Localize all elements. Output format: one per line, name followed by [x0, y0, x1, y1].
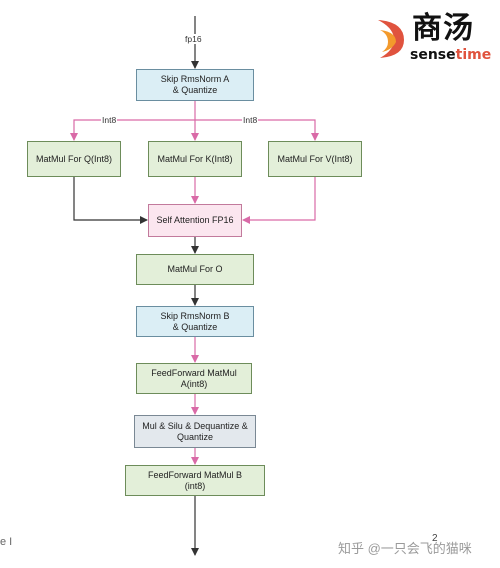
sensetime-mark-icon [378, 20, 404, 58]
node-skip-rmsnorm-a: Skip RmsNorm A & Quantize [136, 69, 254, 101]
node-mul-silu-dequantize: Mul & Silu & Dequantize & Quantize [134, 415, 256, 448]
edge-label-int8-right: Int8 [242, 115, 259, 125]
page-number: 2 [432, 533, 438, 544]
node-ff-matmul-b: FeedForward MatMul B (int8) [125, 465, 265, 496]
node-self-attention: Self Attention FP16 [148, 204, 242, 237]
logo-english-accent: time [455, 47, 492, 63]
sensetime-logo: 商汤 sensetime [374, 11, 494, 66]
node-matmul-o: MatMul For O [136, 254, 254, 285]
node-ff-matmul-a: FeedForward MatMul A(int8) [136, 363, 252, 394]
footer-left-fragment: e I [0, 536, 13, 548]
node-matmul-k: MatMul For K(Int8) [148, 141, 242, 177]
logo-chinese-text: 商汤 [412, 11, 474, 46]
node-matmul-q: MatMul For Q(Int8) [27, 141, 121, 177]
input-label: fp16 [184, 34, 203, 44]
node-matmul-v: MatMul For V(Int8) [268, 141, 362, 177]
node-skip-rmsnorm-b: Skip RmsNorm B & Quantize [136, 306, 254, 337]
edge-label-int8-left: Int8 [101, 115, 118, 125]
logo-english-text: sensetime [410, 47, 491, 63]
edge-rmsnorm-a-to-q [70, 119, 195, 141]
logo-english-main: sense [410, 47, 456, 63]
zhihu-watermark: 知乎 @一只会飞的猫咪 [338, 541, 472, 556]
edge-v-to-attention [242, 177, 316, 224]
edge-q-to-attention [73, 177, 148, 224]
edge-rmsnorm-a-to-v [195, 119, 319, 141]
